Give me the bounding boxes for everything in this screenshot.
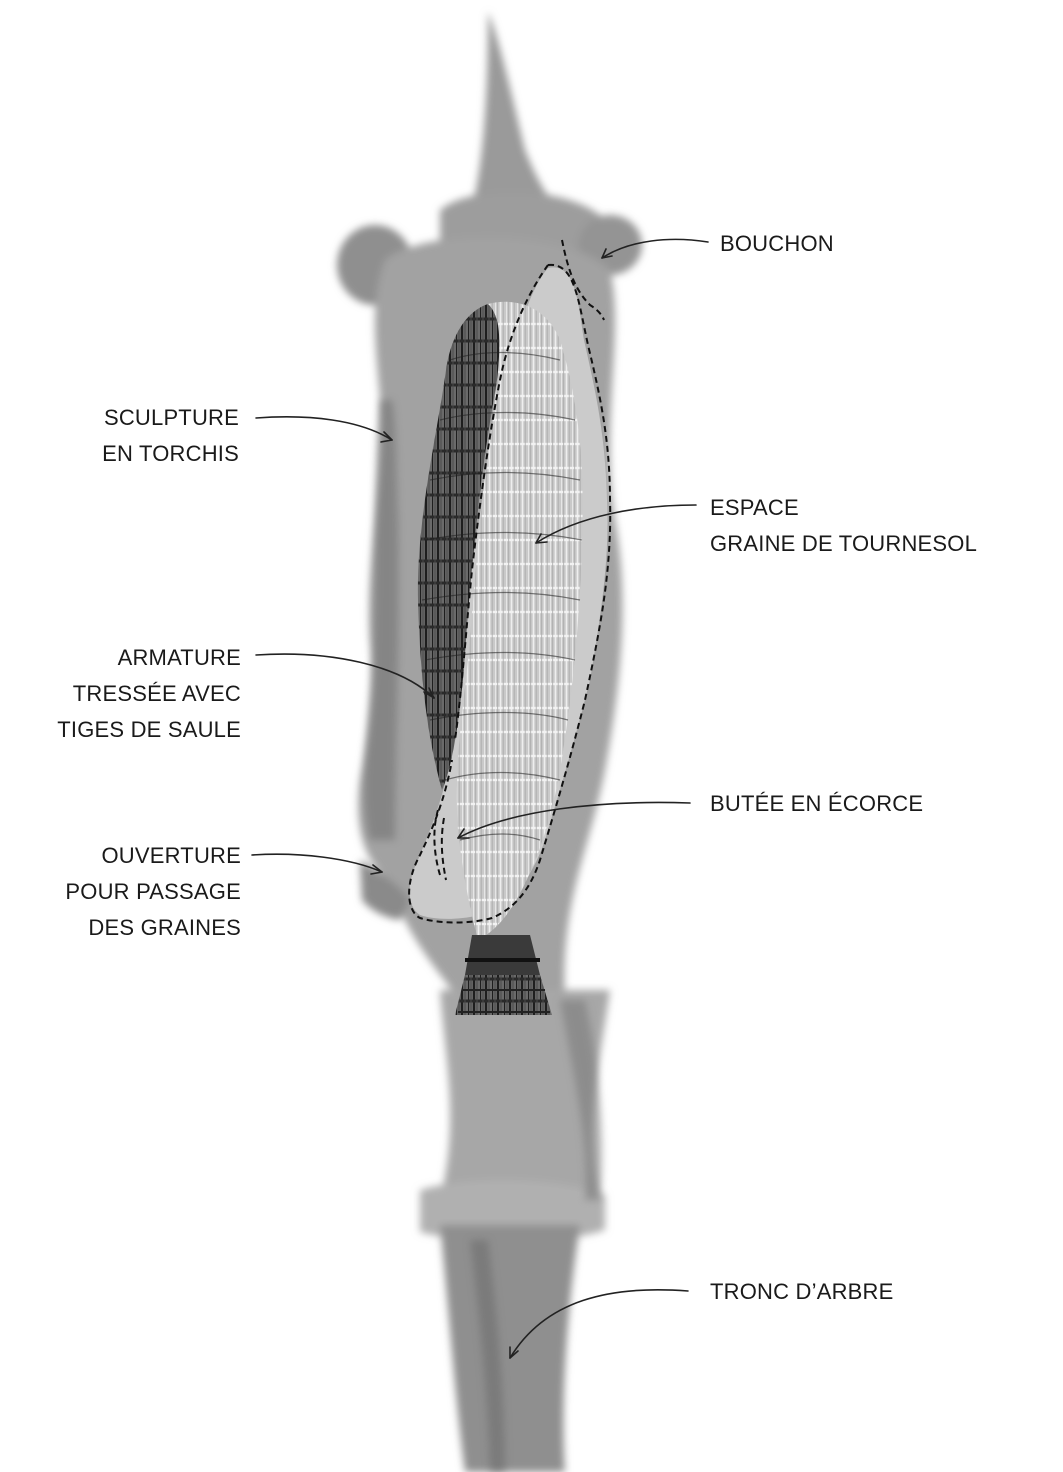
label-ouverture-line-3: DES GRAINES [65,910,241,946]
label-sculpture-line-2: EN TORCHIS [102,436,239,472]
label-tronc-line: TRONC D’ARBRE [710,1274,894,1310]
label-ouverture-line-2: POUR PASSAGE [65,874,241,910]
label-espace-line-1: ESPACE [710,490,977,526]
label-ouverture: OUVERTURE POUR PASSAGE DES GRAINES [65,838,241,946]
label-bouchon: BOUCHON [720,226,834,262]
label-butee-line: BUTÉE EN ÉCORCE [710,786,923,822]
leader-sculpture [256,417,392,440]
label-armature-line-2: TRESSÉE AVEC [57,676,241,712]
label-butee: BUTÉE EN ÉCORCE [710,786,923,822]
label-bouchon-line: BOUCHON [720,226,834,262]
label-sculpture: SCULPTURE EN TORCHIS [102,400,239,472]
label-sculpture-line-1: SCULPTURE [102,400,239,436]
label-armature: ARMATURE TRESSÉE AVEC TIGES DE SAULE [57,640,241,748]
label-espace: ESPACE GRAINE DE TOURNESOL [710,490,977,562]
label-ouverture-line-1: OUVERTURE [65,838,241,874]
label-espace-line-2: GRAINE DE TOURNESOL [710,526,977,562]
label-tronc: TRONC D’ARBRE [710,1274,894,1310]
label-armature-line-3: TIGES DE SAULE [57,712,241,748]
label-armature-line-1: ARMATURE [57,640,241,676]
